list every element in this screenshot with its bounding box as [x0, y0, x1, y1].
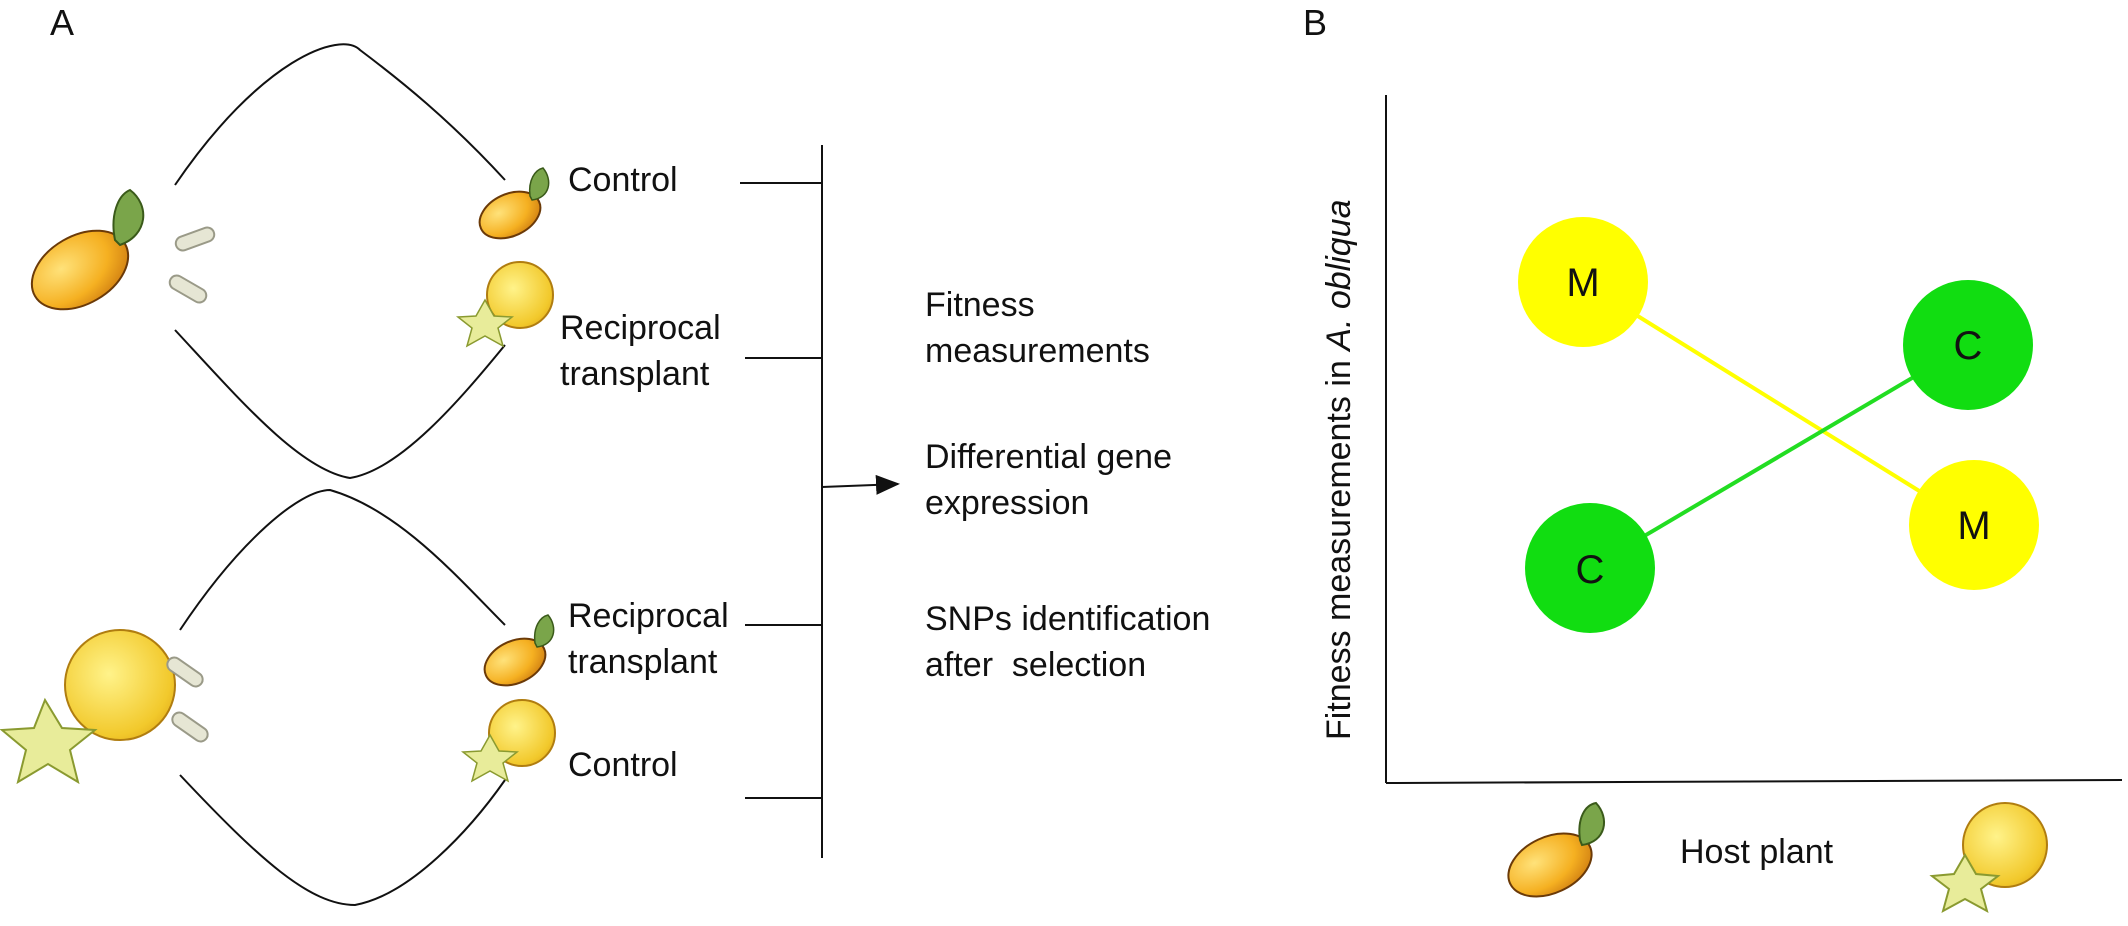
series-line-m [1581, 280, 1976, 527]
panel-a-letter: A [50, 2, 75, 43]
outcome-fitness: Fitness measurements [925, 286, 1150, 370]
y-axis-label: Fitness measurements in A. obliqua [1320, 200, 1358, 741]
starfruit-axis-icon [1929, 802, 2048, 914]
mango-small-icon-2 [483, 614, 555, 687]
point-c-mango [1525, 503, 1655, 633]
mango-top-label: Control [568, 161, 678, 199]
connectors [740, 145, 900, 858]
panel-b-letter: B [1303, 2, 1328, 43]
larva-icon-3 [166, 656, 204, 688]
outcome-arrow [821, 474, 900, 495]
panel-b-axes [1385, 95, 2123, 784]
starfruit-icon-large [0, 629, 176, 785]
point-label-c-starfruit: C [1954, 324, 1983, 368]
point-c-starfruit [1903, 280, 2033, 410]
point-m-mango [1518, 217, 1648, 347]
x-axis [1385, 779, 2123, 784]
starfruit-small-icon-2 [460, 699, 556, 783]
mango-axis-icon [1507, 801, 1605, 898]
larva-icon-2 [168, 274, 208, 304]
mango-control-arc [174, 43, 506, 186]
mango-transplant-arc [174, 329, 506, 480]
larva-icons [166, 226, 216, 743]
starfruit-group-loops [179, 488, 506, 907]
mango-small-icon-1 [478, 167, 550, 240]
starfruit-transplant-arc [179, 488, 506, 631]
series-line-c [1588, 343, 1970, 570]
outcome-snps: SNPs identification after selection [925, 600, 1211, 684]
point-m-starfruit [1909, 460, 2039, 590]
starfruit-top-label: Reciprocal transplant [568, 597, 729, 681]
outcome-gene-expression: Differential gene expression [925, 438, 1172, 522]
mango-icon [30, 188, 145, 311]
mango-group-loops [174, 43, 506, 480]
starfruit-control-arc [179, 774, 506, 907]
x-axis-label: Host plant [1680, 833, 1834, 871]
starfruit-small-icon-1 [455, 261, 554, 348]
point-label-m-mango: M [1566, 261, 1599, 305]
mango-bottom-label: Reciprocal transplant [560, 309, 721, 393]
point-label-c-mango: C [1576, 548, 1605, 592]
point-label-m-starfruit: M [1957, 504, 1990, 548]
larva-icon-4 [171, 711, 209, 743]
larva-icon-1 [174, 226, 216, 252]
starfruit-bottom-label: Control [568, 746, 678, 784]
